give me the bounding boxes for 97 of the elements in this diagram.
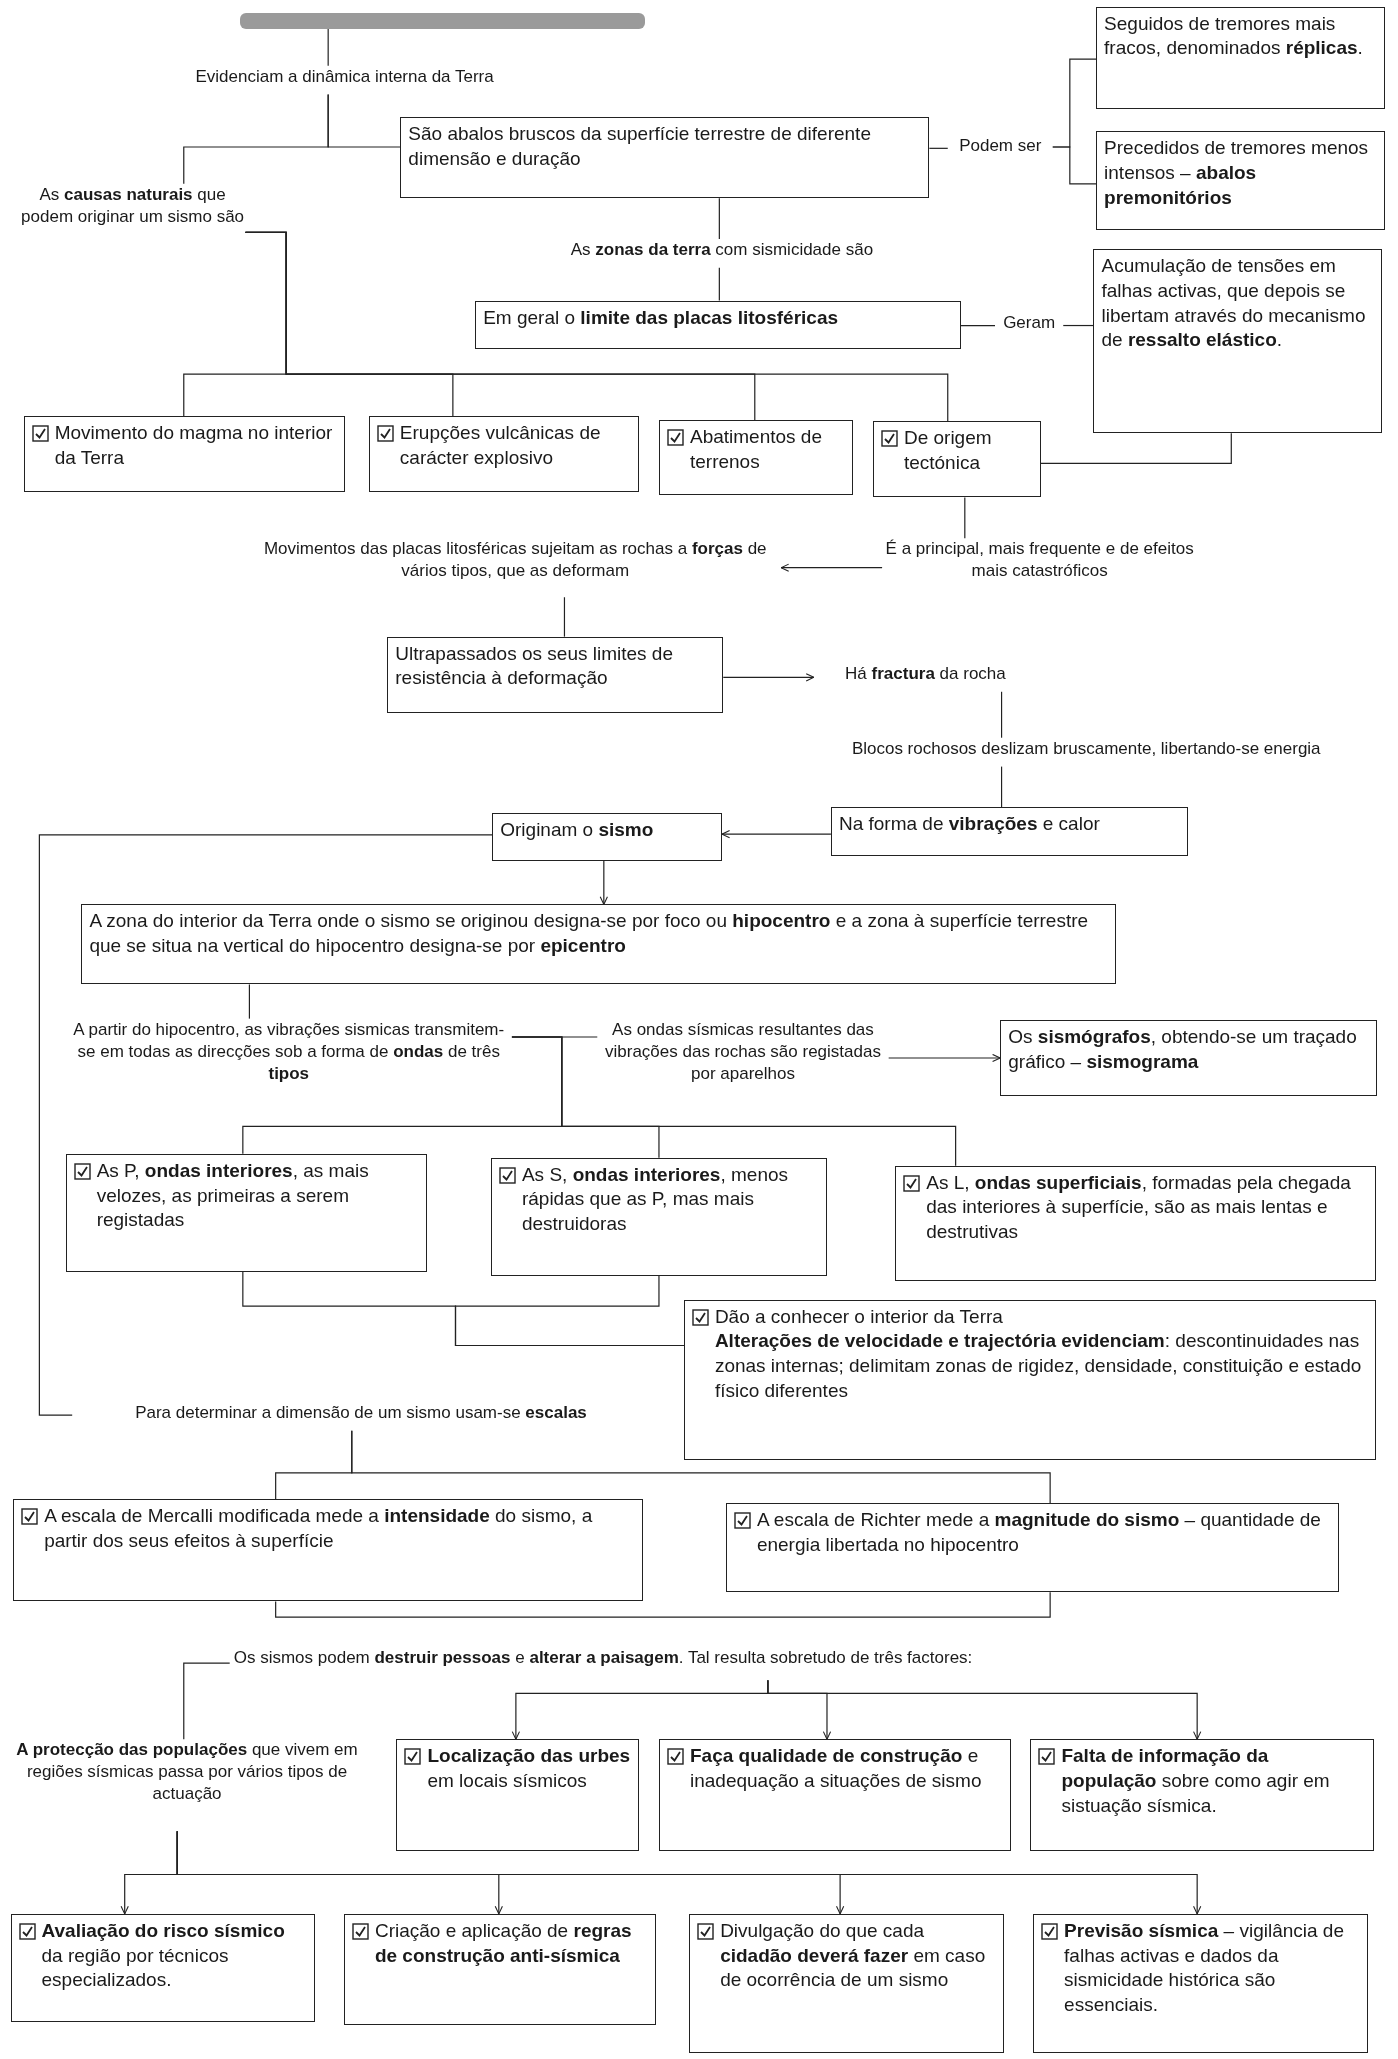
box-text: Localização das urbes em locais sísmicos	[427, 1744, 632, 1793]
box-text: Acumulação de tensões em falhas activas, que depois se libertam através do mecanismo de ressalto elástico.	[1101, 254, 1367, 353]
box-text: Dão a conhecer o interior da Terra	[714, 1304, 1004, 1329]
concept-box	[1093, 249, 1383, 434]
connector-line	[718, 197, 720, 240]
box-body-text: Alterações de velocidade e trajectória evidenciam: descontinuidades nas zonas internas; delimitam zonas de rigidez, densidade, constituição e estado físico diferentes	[714, 1329, 1363, 1403]
arrow	[722, 673, 815, 682]
concept-label: Evidenciam a dinâmica interna da Terra	[157, 65, 532, 95]
concept-box	[689, 1913, 1005, 2053]
box-text: Divulgação do que cada cidadão deverá fazer em caso de ocorrência de um sismo	[720, 1918, 987, 1993]
concept-box	[658, 1739, 1011, 1851]
arrow	[767, 1679, 1202, 1740]
box-text: Movimento do magma no interior da Terra	[54, 421, 334, 470]
concept-box	[396, 1739, 640, 1851]
box-text: As P, ondas interiores, as mais velozes, as primeiras a serem registadas	[96, 1158, 370, 1233]
connector-line	[327, 28, 329, 67]
box-text: Na forma de vibrações e calor	[838, 812, 1100, 837]
connector-line	[1052, 146, 1097, 185]
concept-box	[490, 1157, 827, 1276]
connector-line	[1000, 766, 1003, 808]
connector-line	[38, 834, 493, 1416]
connector-line	[718, 267, 720, 302]
concept-box	[1033, 1913, 1368, 2053]
concept-box	[368, 416, 640, 493]
concept-box	[10, 1913, 316, 2022]
concept-label: Os sismos podem destruir pessoas e alterar a paisagem. Tal resulta sobretudo de três factores:	[229, 1647, 973, 1681]
concept-label: Movimentos das placas litosféricas sujeitam as rochas a forças de vários tipos, que as deformam	[249, 538, 782, 598]
box-text: Abatimentos de terrenos	[689, 425, 823, 474]
connector-line	[928, 147, 949, 149]
concept-label: As causas naturais que podem originar um sismo são	[19, 183, 246, 273]
box-text: Os sismógrafos, obtendo-se um traçado gráfico – sismograma	[1008, 1024, 1358, 1074]
concept-box	[65, 1153, 427, 1272]
concept-label: Para determinar a dimensão de um sismo usam-se escalas	[72, 1401, 650, 1431]
box-text: A escala de Mercalli modificada mede a intensidade do sismo, a partir dos seus efeitos à superfície	[44, 1504, 594, 1553]
concept-label: Blocos rochosos deslizam bruscamente, libertando-se energia	[781, 737, 1392, 767]
concept-box	[1096, 131, 1385, 230]
connector-line	[275, 1591, 1051, 1618]
connector-line	[1040, 432, 1232, 464]
concept-box	[1000, 1019, 1377, 1097]
concept-box	[13, 1499, 644, 1602]
concept-box	[387, 636, 724, 713]
box-text: De origem tectónica	[903, 426, 993, 476]
concept-box	[658, 420, 854, 495]
arrow	[780, 563, 883, 572]
box-text: As S, ondas interiores, menos rápidas que as P, mas mais destruidoras	[521, 1162, 790, 1237]
concept-label: A partir do hipocentro, as vibrações sismicas transmitem-se em todas as direcções sob a forma de ondas de três tipos	[65, 1018, 512, 1108]
connector-line	[563, 596, 566, 638]
box-text: Precedidos de tremores menos intensos – abalos premonitórios	[1104, 136, 1370, 210]
concept-box	[343, 1913, 657, 2026]
concept-box	[400, 116, 930, 199]
box-text: Avaliação do risco sísmico da região por técnicos especializados.	[41, 1918, 286, 1993]
concept-label: As zonas da terra com sismicidade são	[518, 238, 926, 268]
box-text: São abalos bruscos da superfície terrestre de diferente dimensão e duração	[408, 121, 872, 171]
concept-box	[872, 421, 1041, 498]
box-text: Erupções vulcânicas de carácter explosivo	[399, 421, 602, 470]
concept-label: Podem ser	[947, 135, 1053, 162]
box-text: A escala de Richter mede a magnitude do sismo – quantidade de energia libertada no hipocentro	[756, 1508, 1322, 1557]
title-bar	[240, 13, 645, 29]
connector-line	[960, 324, 996, 327]
arrow	[721, 830, 832, 839]
box-text: Previsão sísmica – vigilância de falhas activas e dados da sismicidade histórica são essenciais.	[1064, 1918, 1345, 2017]
connector-line	[183, 1662, 231, 1740]
concept-label: A protecção das populações que vivem em regiões sísmicas passa por vários tipos de actuação	[6, 1739, 368, 1832]
box-text: Em geral o limite das placas litosféricas	[483, 305, 839, 330]
concept-box	[895, 1165, 1376, 1282]
box-text: Seguidos de tremores mais fracos, denominados réplicas.	[1104, 11, 1364, 61]
box-text: Faça qualidade de construção e inadequação a situações de sismo	[689, 1744, 983, 1793]
arrow	[176, 1830, 1202, 1915]
concept-box	[1096, 6, 1385, 109]
concept-box	[830, 807, 1188, 856]
concept-box	[23, 416, 346, 493]
concept-box	[81, 904, 1116, 985]
concept-box	[725, 1503, 1339, 1593]
concept-box	[492, 812, 722, 862]
box-text: Criação e aplicação de regras de construção anti-sísmica	[374, 1918, 633, 1968]
arrow	[599, 860, 608, 905]
box-text: Ultrapassados os seus limites de resistência à deformação	[395, 641, 674, 691]
connector-line	[1062, 324, 1095, 327]
connector-line	[248, 983, 250, 1020]
box-text: Falta de informação da população sobre como agir em sistuação sísmica.	[1061, 1744, 1331, 1818]
connector-line	[351, 1430, 1051, 1504]
concept-label: Há fractura da rocha	[813, 662, 1037, 692]
connector-line	[183, 93, 329, 185]
concept-box	[1030, 1739, 1375, 1851]
box-text: As L, ondas superficiais, formadas pela chegada das interiores à superfície, são as mais lentas e destrutivas	[926, 1170, 1352, 1245]
box-text: A zona do interior da Terra onde o sismo se originou designa-se por foco ou hipocentro e a zona à superfície terrestre que se situa na vertical do hipocentro designa-se por epicentro	[89, 909, 1090, 959]
box-text: Originam o sismo	[500, 817, 654, 842]
concept-box	[475, 300, 961, 350]
arrow	[888, 1053, 1001, 1063]
concept-label: As ondas sísmicas resultantes das vibrações das rochas são registadas por aparelhos	[597, 1018, 889, 1108]
concept-label: É a principal, mais frequente e de efeitos mais catastróficos	[882, 538, 1198, 598]
concept-label: Geram	[995, 312, 1064, 339]
connector-line	[244, 231, 949, 422]
connector-line	[511, 1036, 957, 1167]
connector-line	[964, 496, 966, 539]
concept-box	[683, 1299, 1376, 1460]
connector-line	[1000, 691, 1003, 739]
